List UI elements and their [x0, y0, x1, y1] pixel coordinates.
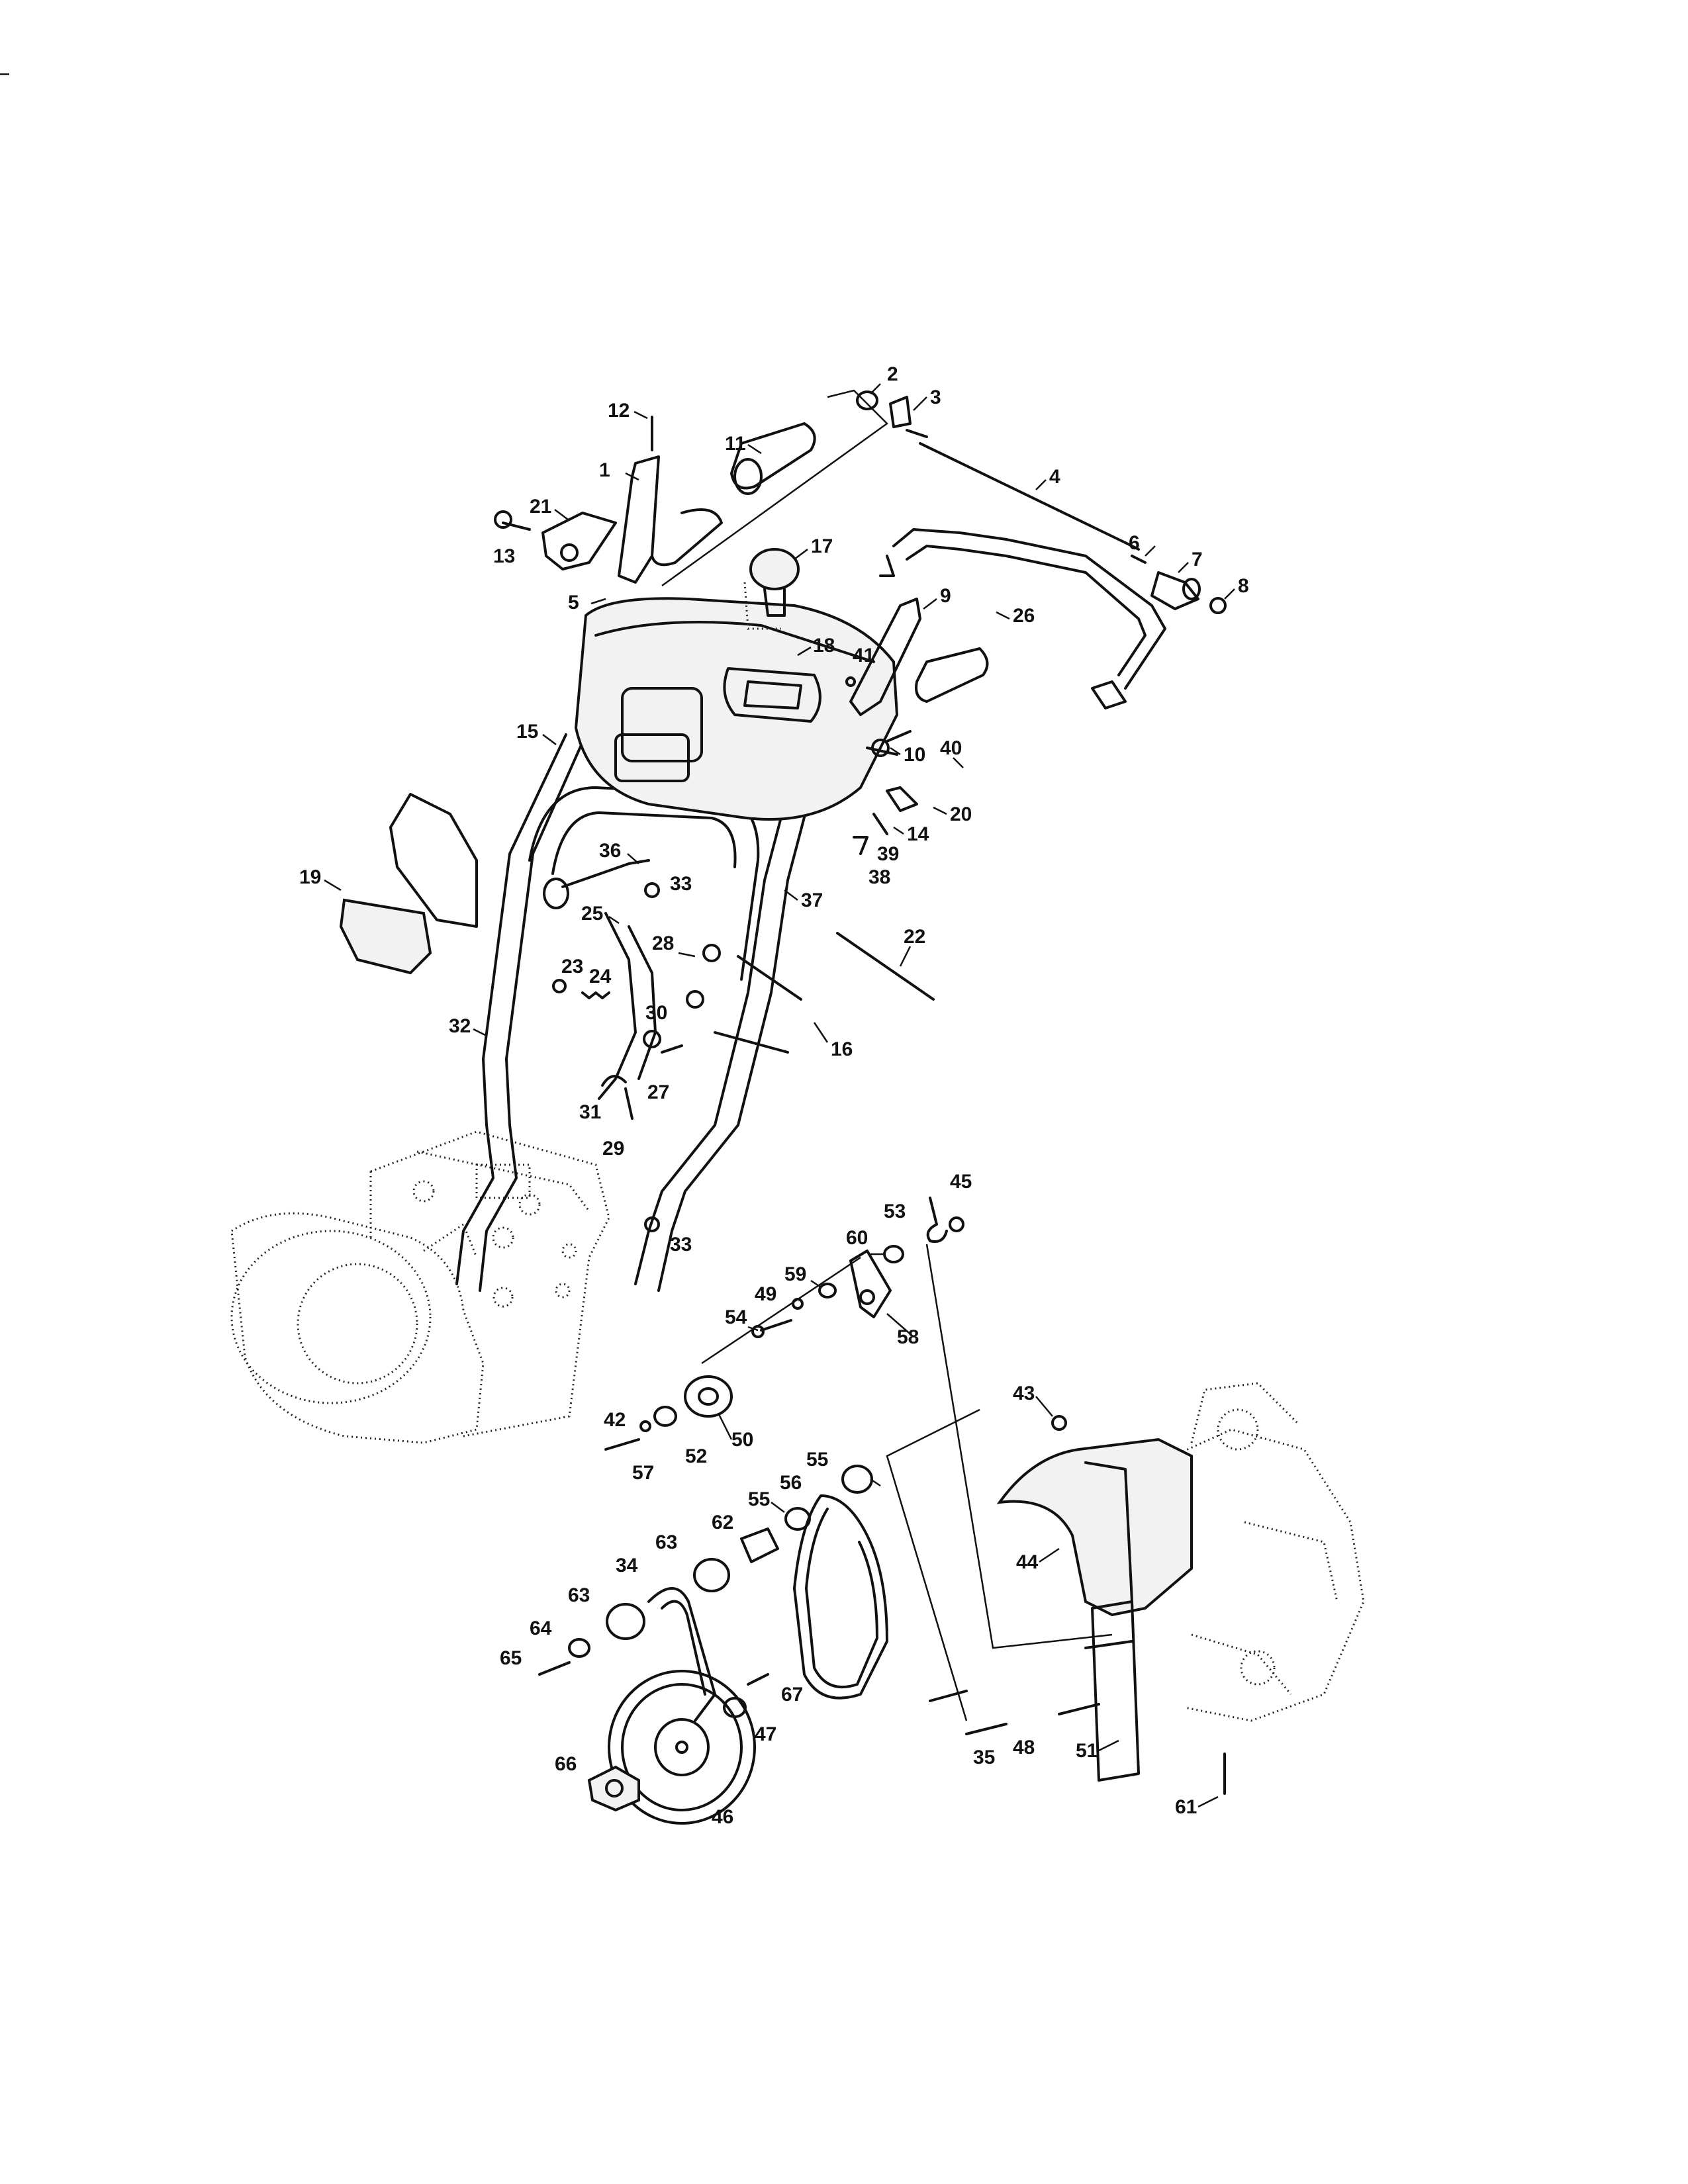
callout-63: 63 [655, 1531, 677, 1553]
callout-33: 33 [670, 873, 692, 895]
callout-50: 50 [731, 1429, 753, 1451]
callout-14: 14 [907, 823, 929, 845]
callout-64: 64 [530, 1617, 552, 1639]
callout-17: 17 [811, 535, 833, 557]
callout-66: 66 [555, 1753, 577, 1775]
pulley-hub [587, 1765, 640, 1812]
callout-44: 44 [1016, 1551, 1039, 1573]
callout-1: 1 [599, 459, 610, 481]
callout-10: 10 [904, 744, 925, 766]
callout-52: 52 [685, 1445, 707, 1467]
drive-assembly [538, 1197, 1113, 1825]
callout-31: 31 [579, 1101, 601, 1123]
callout-2: 2 [887, 363, 898, 385]
callout-8: 8 [1238, 575, 1249, 597]
callout-54: 54 [725, 1306, 747, 1328]
callout-9: 9 [940, 585, 951, 607]
knob [749, 548, 800, 590]
callout-45: 45 [950, 1171, 972, 1193]
dash-panel [574, 597, 899, 821]
callout-leaders [324, 383, 1235, 1808]
callout-16: 16 [831, 1038, 853, 1060]
callout-24: 24 [589, 966, 612, 987]
callout-62: 62 [712, 1512, 733, 1533]
callout-19: 19 [299, 866, 321, 888]
belt-cover [996, 1437, 1193, 1617]
callout-41: 41 [853, 645, 874, 666]
callout-13: 13 [493, 545, 515, 567]
callout-20: 20 [950, 803, 972, 825]
callout-labels: 1 2 3 4 5 6 7 8 9 10 11 12 13 14 15 16 1… [299, 363, 1249, 1828]
callout-53: 53 [884, 1201, 906, 1222]
callout-39: 39 [877, 843, 899, 865]
callout-60: 60 [846, 1227, 868, 1249]
callout-58: 58 [897, 1326, 919, 1348]
callout-43: 43 [1013, 1383, 1035, 1404]
handle-assembly [339, 389, 1227, 1292]
callout-3: 3 [930, 387, 941, 408]
callout-48: 48 [1013, 1737, 1035, 1758]
callout-35: 35 [973, 1747, 995, 1768]
callout-7: 7 [1192, 549, 1203, 570]
callout-57: 57 [632, 1462, 654, 1484]
callout-56: 56 [780, 1472, 802, 1494]
callout-33b: 33 [670, 1234, 692, 1255]
engine [929, 1382, 1365, 1795]
callout-18: 18 [813, 635, 835, 657]
callout-42: 42 [604, 1409, 626, 1431]
callout-12: 12 [608, 400, 630, 422]
callout-23: 23 [561, 956, 583, 978]
callout-5: 5 [568, 592, 579, 614]
callout-59: 59 [784, 1263, 806, 1285]
callout-67: 67 [781, 1684, 803, 1706]
callout-4: 4 [1049, 466, 1060, 488]
callout-30: 30 [645, 1002, 667, 1024]
callout-28: 28 [652, 933, 674, 954]
callout-32: 32 [449, 1015, 471, 1037]
access-cover [339, 898, 432, 975]
callout-34: 34 [616, 1555, 638, 1576]
callout-38: 38 [868, 866, 890, 888]
callout-21: 21 [530, 496, 551, 518]
callout-61: 61 [1175, 1796, 1197, 1818]
callout-11: 11 [725, 433, 746, 455]
auger-housing [230, 1130, 610, 1444]
callout-47: 47 [755, 1723, 776, 1745]
callout-40: 40 [940, 737, 962, 759]
callout-22: 22 [904, 926, 925, 948]
callout-63b: 63 [568, 1584, 590, 1606]
callout-51: 51 [1076, 1740, 1098, 1762]
callout-15: 15 [516, 721, 538, 743]
callout-25: 25 [581, 903, 603, 925]
callout-65: 65 [500, 1647, 522, 1669]
callout-36: 36 [599, 840, 621, 862]
callout-37: 37 [801, 889, 823, 911]
callout-49: 49 [755, 1283, 776, 1305]
callout-27: 27 [647, 1081, 669, 1103]
callout-55b: 55 [748, 1488, 770, 1510]
callout-29: 29 [602, 1138, 624, 1160]
callout-55: 55 [806, 1449, 828, 1471]
callout-46: 46 [712, 1806, 733, 1828]
callout-6: 6 [1129, 532, 1140, 554]
callout-26: 26 [1013, 605, 1035, 627]
